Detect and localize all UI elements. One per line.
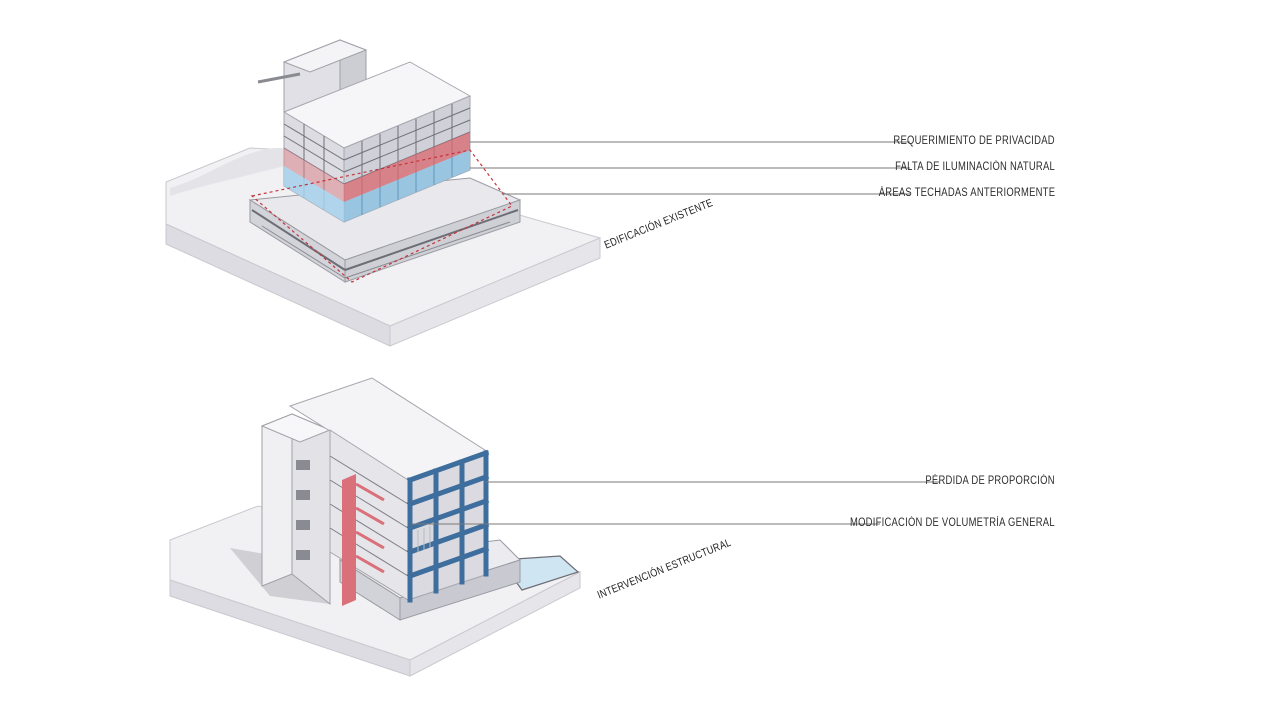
service-tower-roof	[282, 39, 368, 73]
podium-side	[344, 199, 521, 283]
stair-tower-front	[261, 413, 293, 587]
glazing-band-left	[284, 166, 344, 222]
terrain	[170, 148, 310, 196]
glazing-band-right	[344, 150, 470, 222]
stair-tower-openings	[296, 460, 310, 560]
red-structural-column	[342, 474, 356, 606]
top-leader-lines	[470, 141, 910, 195]
canopy-rail	[257, 72, 301, 84]
blue-structural-frame	[406, 449, 490, 603]
stair-tower-side	[291, 413, 331, 606]
red-column-braces	[355, 482, 385, 574]
annotation-general-volumetry-change: MODIFICACIÓN DE VOLUMETRÍA GENERAL	[850, 517, 1055, 529]
podium-stripe	[251, 209, 346, 271]
podium-stripe	[261, 225, 346, 279]
existing-building-model	[165, 39, 602, 347]
glazing-mullions	[361, 157, 453, 215]
privacy-band-right	[344, 132, 470, 202]
site-slab-side	[409, 571, 581, 677]
annotation-loss-of-proportion: PÉRDIDA DE PROPORCIÓN	[925, 475, 1055, 487]
podium-stripe	[344, 209, 519, 271]
frame-infill	[417, 526, 431, 552]
annotation-lack-of-natural-light: FALTA DE ILUMINACIÓN NATURAL	[895, 161, 1055, 173]
site-slab-side	[389, 237, 601, 347]
annotation-privacy-requirement: REQUERIMIENTO DE PRIVACIDAD	[893, 135, 1055, 147]
intervention-model	[169, 377, 582, 677]
annotation-previously-roofed-areas: ÁREAS TECHADAS ANTERIORMENTE	[878, 187, 1055, 199]
bottom-leader-lines	[412, 481, 940, 525]
privacy-band-left	[284, 148, 344, 202]
podium-stripe	[344, 221, 511, 279]
